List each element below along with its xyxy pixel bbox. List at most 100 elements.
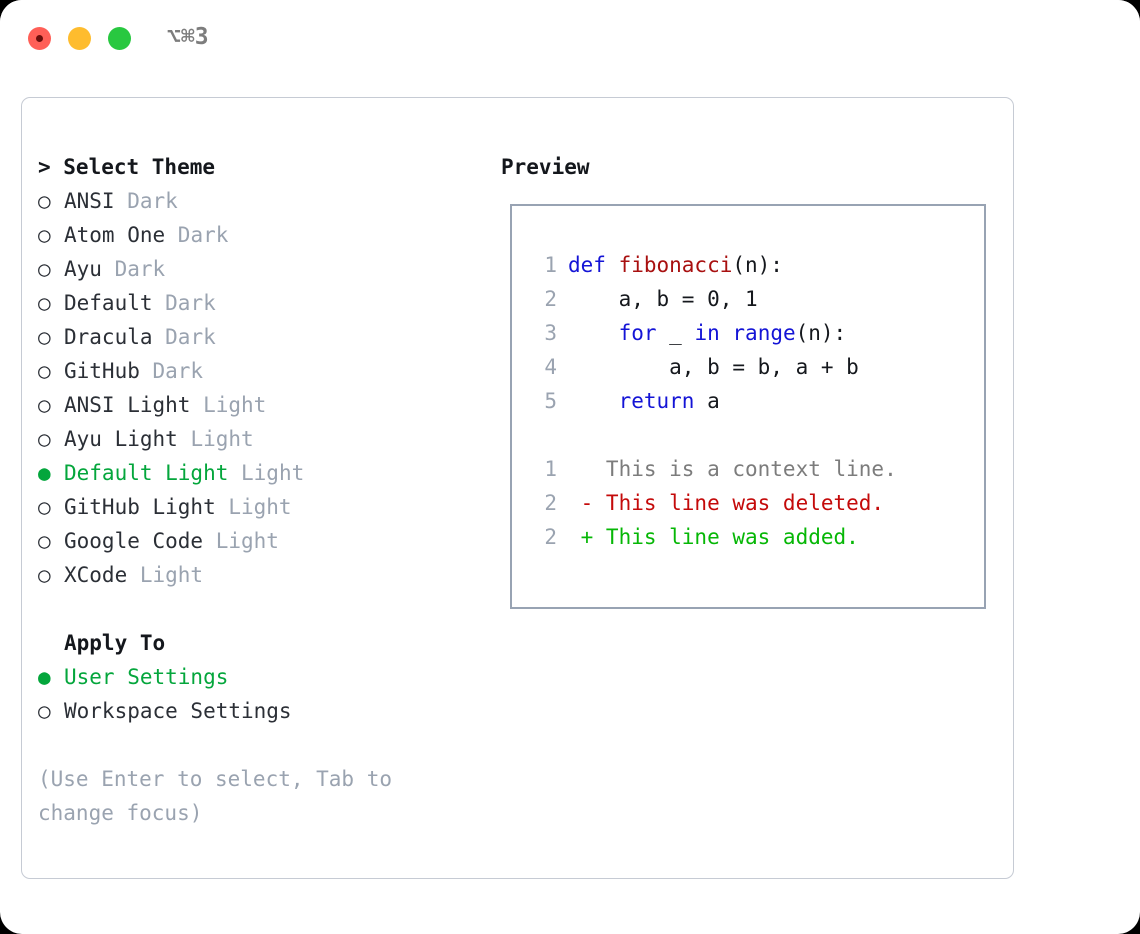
- code-token: def: [568, 253, 619, 277]
- radio-unselected-icon: ○: [38, 291, 64, 315]
- theme-item-label: XCode: [64, 563, 128, 587]
- theme-item-category: Light: [127, 563, 204, 587]
- code-token: This is a context line.: [568, 457, 897, 481]
- theme-list-item[interactable]: ○ ANSI Light Light: [38, 388, 468, 422]
- theme-item-category: Light: [177, 427, 254, 451]
- radio-unselected-icon: ○: [38, 223, 64, 247]
- theme-list-item[interactable]: ○ Google Code Light: [38, 524, 468, 558]
- line-number: 2: [544, 287, 557, 311]
- code-token: _: [656, 321, 695, 345]
- diff-line: 2 + This line was added.: [531, 520, 971, 554]
- radio-unselected-icon: ○: [38, 257, 64, 281]
- theme-list-item[interactable]: ○ Atom One Dark: [38, 218, 468, 252]
- theme-item-label: Dracula: [64, 325, 153, 349]
- theme-item-label: Ayu: [64, 257, 102, 281]
- code-line: 4 a, b = b, a + b: [531, 350, 971, 384]
- apply-to-heading: Apply To: [64, 631, 166, 655]
- select-theme-heading: > Select Theme: [38, 155, 216, 179]
- theme-item-category: Light: [215, 495, 292, 519]
- code-token: (n):: [795, 321, 847, 345]
- theme-list: ○ ANSI Dark○ Atom One Dark○ Ayu Dark○ De…: [38, 184, 468, 592]
- title-bar: ⌥⌘3: [0, 0, 1140, 78]
- code-token: a, b = 0, 1: [568, 287, 758, 311]
- help-hint-text: (Use Enter to select, Tab to change focu…: [38, 767, 405, 825]
- apply-to-item-label: Workspace Settings: [64, 699, 292, 723]
- theme-list-item[interactable]: ○ Default Dark: [38, 286, 468, 320]
- code-token: return: [618, 389, 695, 413]
- theme-item-category: Light: [190, 393, 267, 417]
- theme-list-item[interactable]: ○ Dracula Dark: [38, 320, 468, 354]
- line-number: 2: [544, 491, 557, 515]
- theme-item-category: Light: [228, 461, 305, 485]
- preview-heading: Preview: [501, 155, 590, 179]
- radio-unselected-icon: ○: [38, 699, 64, 723]
- theme-item-category: Dark: [114, 189, 178, 213]
- line-number: 4: [544, 355, 557, 379]
- code-token: fibonacci: [618, 253, 733, 277]
- minimize-window-button[interactable]: [68, 27, 91, 50]
- theme-list-item[interactable]: ○ Ayu Dark: [38, 252, 468, 286]
- theme-list-item[interactable]: ○ GitHub Light Light: [38, 490, 468, 524]
- theme-item-category: Dark: [152, 291, 216, 315]
- code-token: in: [694, 321, 720, 345]
- theme-item-label: Default Light: [64, 461, 229, 485]
- maximize-window-button[interactable]: [108, 27, 131, 50]
- radio-unselected-icon: ○: [38, 563, 64, 587]
- code-token: (n):: [732, 253, 783, 277]
- theme-item-label: Atom One: [64, 223, 166, 247]
- line-number: 1: [544, 253, 557, 277]
- list-spacer: [38, 592, 468, 626]
- code-token: [568, 389, 619, 413]
- theme-item-category: Dark: [101, 257, 166, 281]
- code-token: [720, 321, 733, 345]
- theme-item-label: GitHub: [64, 359, 140, 383]
- theme-item-label: ANSI Light: [64, 393, 191, 417]
- theme-item-category: Dark: [139, 359, 204, 383]
- window-shortcut-label: ⌥⌘3: [167, 24, 209, 50]
- code-line: 5 return a: [531, 384, 971, 418]
- radio-unselected-icon: ○: [38, 325, 64, 349]
- radio-unselected-icon: ○: [38, 189, 64, 213]
- apply-to-item[interactable]: ● User Settings: [38, 660, 468, 694]
- line-number: 2: [544, 525, 557, 549]
- code-token: - This line was deleted.: [568, 491, 885, 515]
- radio-selected-icon: ●: [38, 461, 64, 485]
- apply-to-item[interactable]: ○ Workspace Settings: [38, 694, 468, 728]
- line-number: 5: [544, 389, 557, 413]
- code-token: for: [618, 321, 657, 345]
- close-icon: [36, 35, 43, 42]
- diff-lines: 1 This is a context line.2 - This line w…: [531, 452, 971, 554]
- theme-item-label: ANSI: [64, 189, 115, 213]
- radio-unselected-icon: ○: [38, 529, 64, 553]
- theme-item-category: Dark: [152, 325, 216, 349]
- theme-item-label: Default: [64, 291, 153, 315]
- diff-line: 1 This is a context line.: [531, 452, 971, 486]
- code-line: 3 for _ in range(n):: [531, 316, 971, 350]
- radio-unselected-icon: ○: [38, 359, 64, 383]
- theme-list-item[interactable]: ○ GitHub Dark: [38, 354, 468, 388]
- apply-to-list: ● User Settings○ Workspace Settings: [38, 660, 468, 728]
- line-number: 1: [544, 457, 557, 481]
- radio-unselected-icon: ○: [38, 427, 64, 451]
- code-token: + This line was added.: [568, 525, 859, 549]
- theme-item-label: Google Code: [64, 529, 204, 553]
- help-spacer: [38, 728, 468, 762]
- dialog-panel: > Select Theme ○ ANSI Dark○ Atom One Dar…: [21, 97, 1014, 879]
- theme-list-item[interactable]: ○ ANSI Dark: [38, 184, 468, 218]
- theme-list-item[interactable]: ○ Ayu Light Light: [38, 422, 468, 456]
- code-token: a: [694, 389, 720, 413]
- code-token: range: [732, 321, 796, 345]
- theme-item-label: Ayu Light: [64, 427, 178, 451]
- code-token: [568, 321, 619, 345]
- theme-item-category: Light: [203, 529, 279, 553]
- theme-list-item[interactable]: ○ XCode Light: [38, 558, 468, 592]
- diff-line: 2 - This line was deleted.: [531, 486, 971, 520]
- theme-list-item[interactable]: ● Default Light Light: [38, 456, 468, 490]
- code-line: 1 def fibonacci(n):: [531, 248, 971, 282]
- code-line: 2 a, b = 0, 1: [531, 282, 971, 316]
